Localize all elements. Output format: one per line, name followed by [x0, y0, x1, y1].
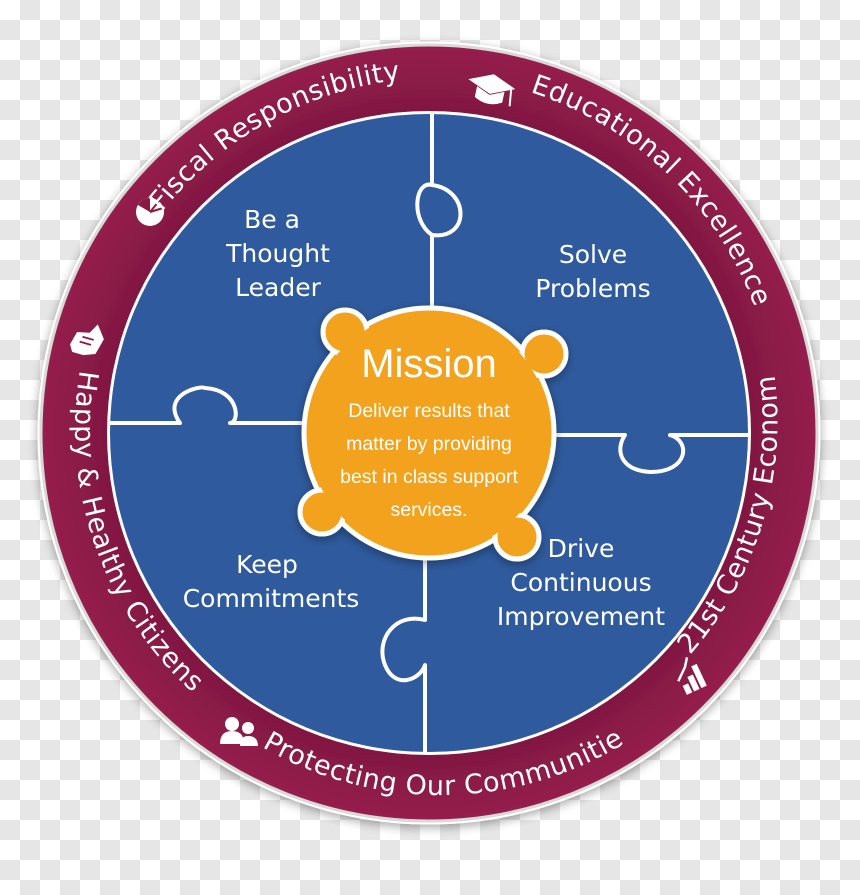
mission-line: Deliver results that [348, 400, 510, 422]
handshake-icon [70, 324, 104, 356]
outer-ring-edge [39, 43, 819, 823]
growth-bars-icon [677, 657, 707, 695]
quadrant-line: Leader [235, 273, 321, 302]
quadrant-line: Improvement [497, 602, 665, 631]
quadrant-drive-improvement: Drive Continuous Improvement [497, 534, 665, 631]
pie-chart-icon [136, 198, 164, 226]
puzzle-line-top [415, 113, 463, 312]
quadrant-line: Continuous [510, 568, 651, 597]
quadrant-solve-problems: Solve Problems [535, 240, 650, 303]
mission-title: Mission [361, 342, 497, 386]
mission-line: services. [391, 499, 468, 521]
quadrant-line: Drive [548, 534, 615, 563]
quadrant-keep-commitments: Keep Commitments [183, 550, 360, 613]
puzzle-lines [109, 113, 749, 753]
people-icon [220, 717, 258, 746]
mission-line: matter by providing [346, 433, 512, 455]
quadrant-line: Commitments [183, 584, 360, 613]
quadrant-line: Problems [535, 274, 650, 303]
puzzle-line-left [109, 385, 307, 425]
puzzle-line-right [553, 433, 749, 474]
puzzle-line-bottom [380, 553, 427, 753]
graduation-cap-icon [468, 74, 516, 107]
quadrant-line: Thought [225, 239, 330, 268]
quadrant-line: Keep [236, 550, 298, 579]
mission-line: best in class support [340, 466, 518, 488]
quadrant-line: Solve [559, 240, 627, 269]
quadrant-line: Be a [244, 205, 300, 234]
quadrant-thought-leader: Be a Thought Leader [225, 205, 330, 302]
mission-piece [297, 305, 569, 562]
